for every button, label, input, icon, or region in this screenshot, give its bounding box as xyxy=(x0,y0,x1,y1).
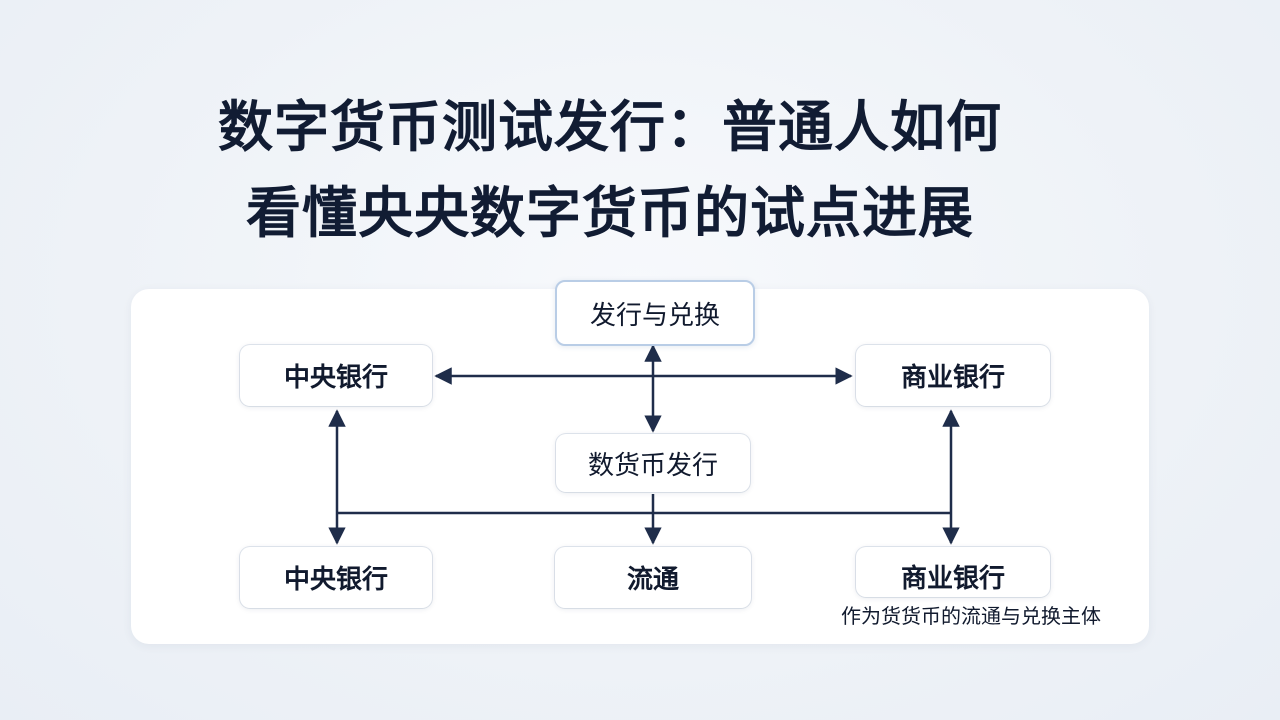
node-central-bank-top: 中央银行 xyxy=(240,345,432,406)
title-line-1: 数字货币测试发行：普通人如何 xyxy=(217,95,1002,159)
diagram-note: 作为货货币的流通与兑换主体 xyxy=(841,604,1101,628)
node-commercial-bank-bottom: 商业银行 xyxy=(856,547,1050,597)
node-circulation: 流通 xyxy=(555,547,751,608)
node-central-bank-bottom-label: 中央银行 xyxy=(283,565,388,595)
node-commercial-bank-bottom-label: 商业银行 xyxy=(900,564,1005,594)
title-line-2: 看懂央央数字货币的试点进展 xyxy=(245,181,974,245)
node-commercial-bank-top: 商业银行 xyxy=(856,345,1050,406)
node-central-bank-top-label: 中央银行 xyxy=(283,363,388,393)
node-digital-issue-label: 数货币发行 xyxy=(587,450,718,481)
node-issue-exchange: 发行与兑换 xyxy=(555,280,755,346)
node-digital-issue: 数货币发行 xyxy=(556,434,750,492)
node-central-bank-bottom: 中央银行 xyxy=(240,547,432,608)
node-commercial-bank-top-label: 商业银行 xyxy=(900,363,1005,393)
node-circulation-label: 流通 xyxy=(626,565,679,595)
node-issue-exchange-label: 发行与兑换 xyxy=(589,300,720,331)
page-title: 数字货币测试发行：普通人如何 看懂央央数字货币的试点进展 xyxy=(0,84,1220,256)
